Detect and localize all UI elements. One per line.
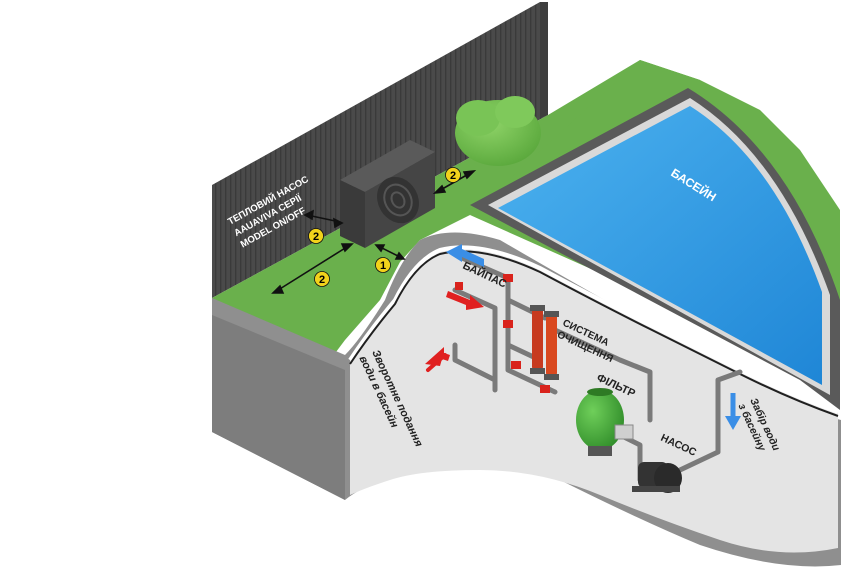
badge-2-top: 2 [445,167,461,183]
dimension-arrows [271,169,477,294]
bush [455,96,541,166]
badge-1: 1 [375,257,391,273]
sand-filter [576,388,634,456]
badge-2-bottom: 2 [314,271,330,287]
hot-arrow-bypass [446,291,484,310]
cleaning-system [530,305,559,380]
badge-2-left: 2 [308,228,324,244]
cold-arrow-bypass [446,244,484,267]
heat-pump-unit [340,140,435,248]
svg-text:2: 2 [313,231,319,243]
pipe-fittings [455,274,550,393]
fence [212,2,548,298]
svg-text:1: 1 [380,260,386,272]
svg-text:2: 2 [319,274,325,286]
hot-arrow-return [425,347,450,372]
cold-arrow-intake [725,393,741,430]
pump-unit [632,462,682,493]
pool [470,88,840,410]
svg-text:2: 2 [450,170,456,182]
